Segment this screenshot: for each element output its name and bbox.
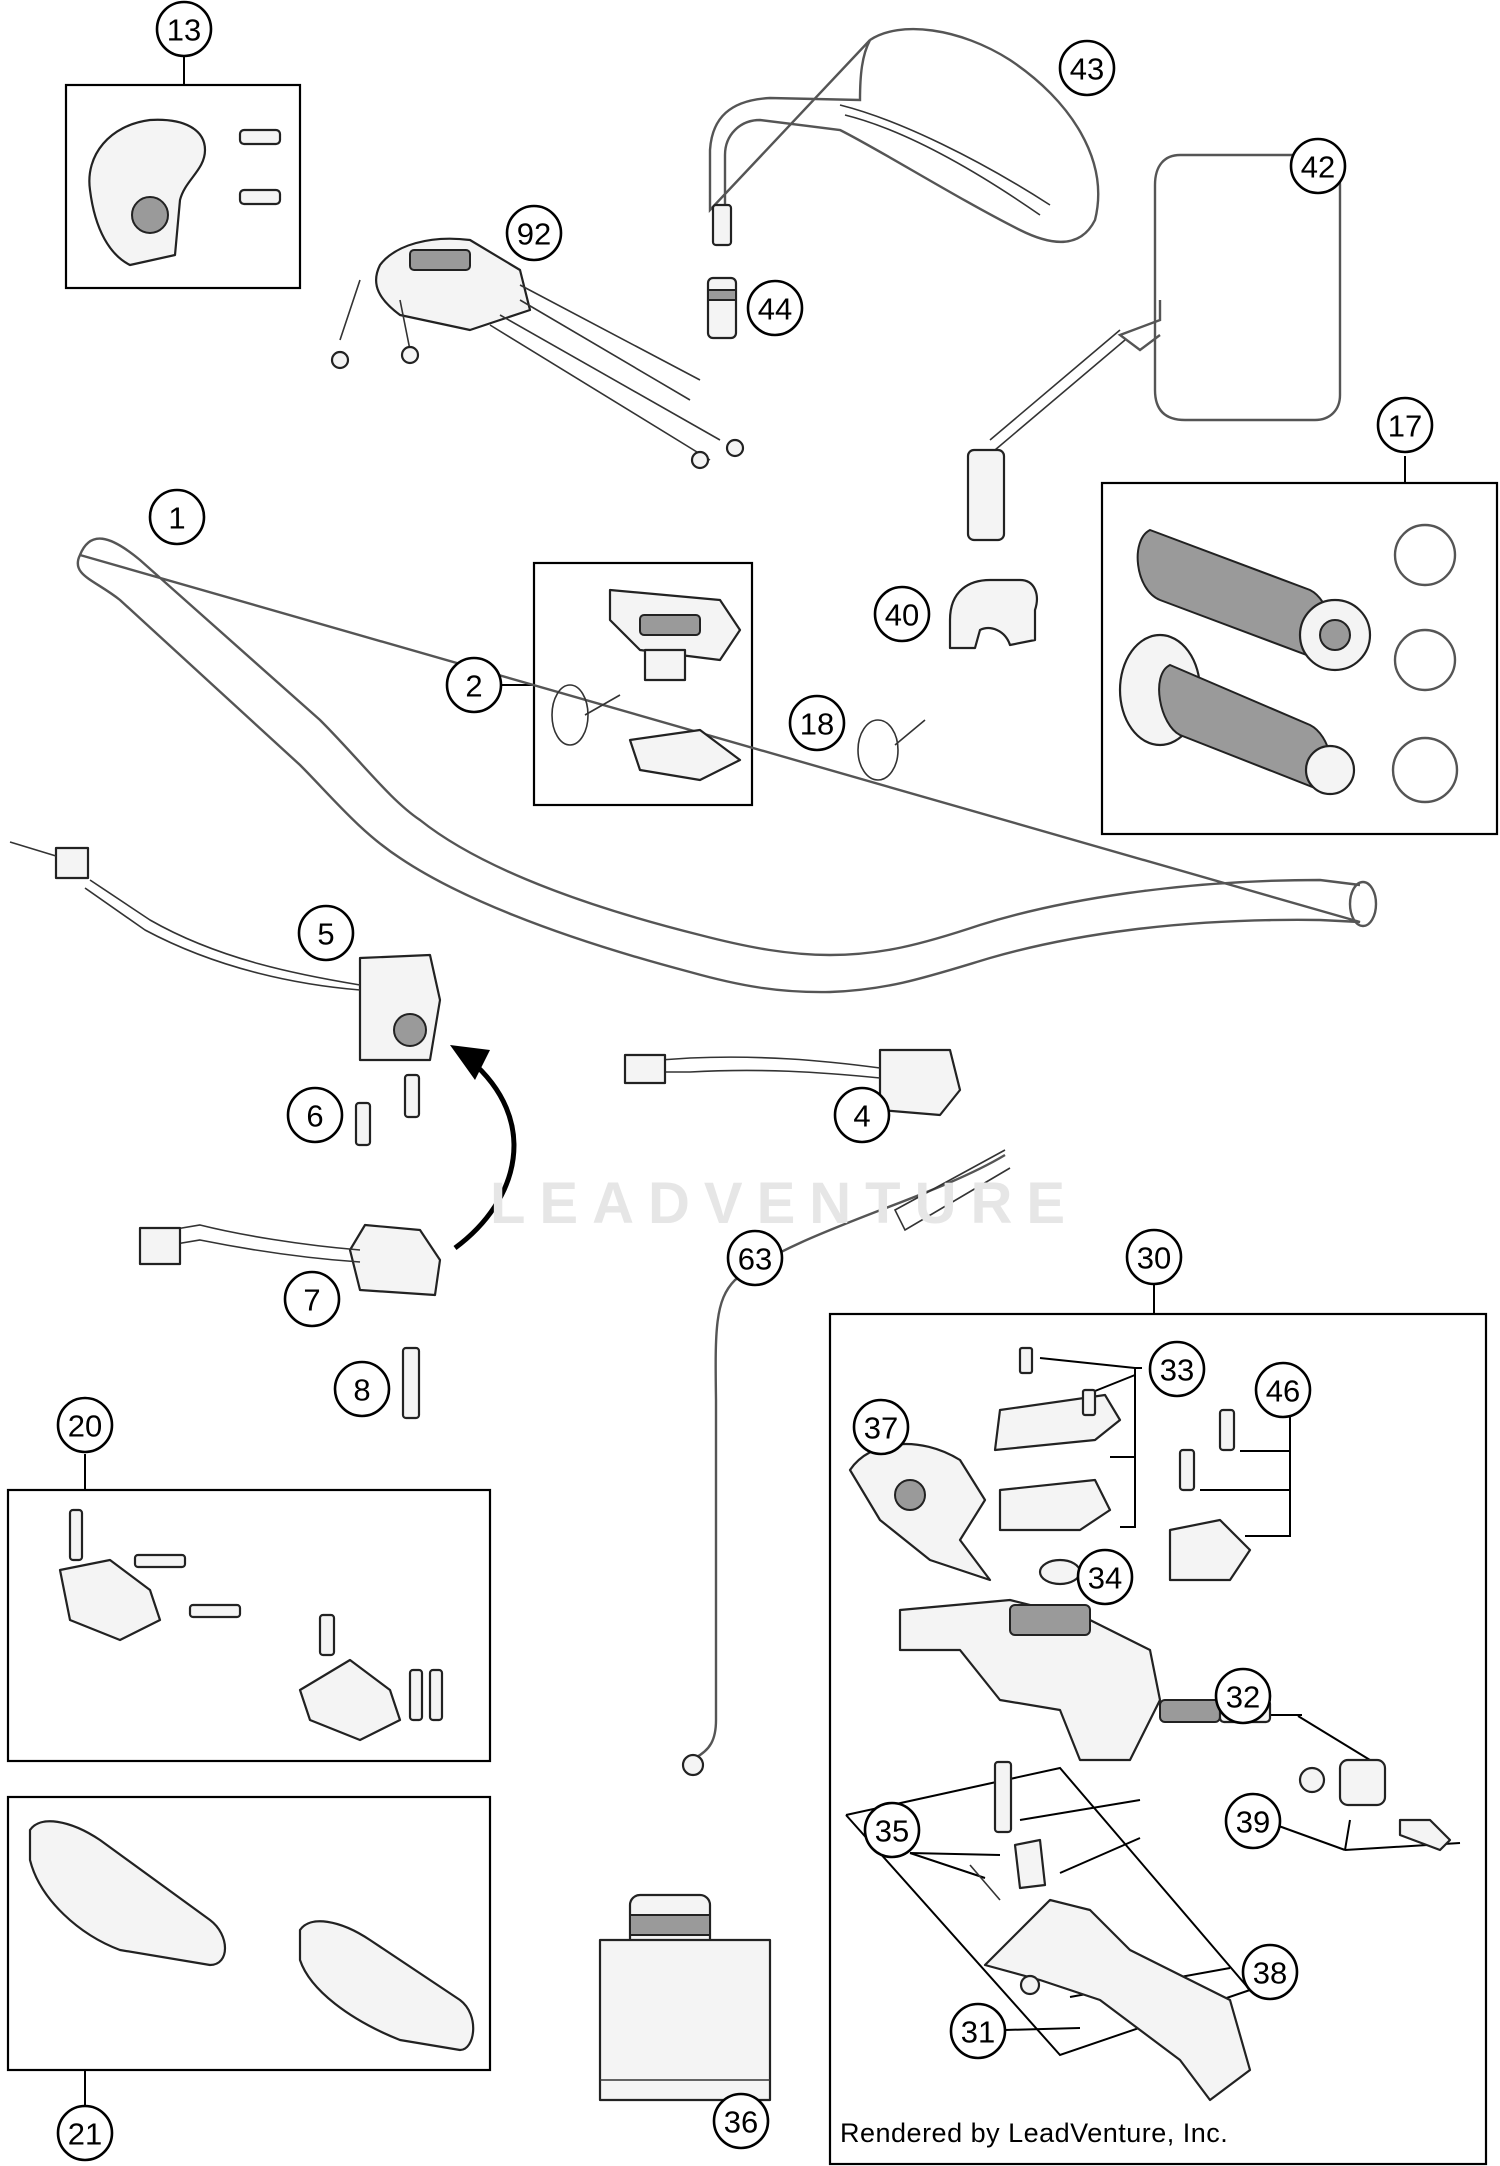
callout-1: 1 [148,488,206,546]
mirror-43-stem [711,203,733,247]
callout-label: 38 [1253,1956,1287,1991]
callout-label: 63 [738,1242,772,1277]
callout-7: 7 [283,1270,341,1328]
handlebar-end [1348,880,1378,928]
callout-label: 43 [1070,52,1104,87]
callout-label: 4 [853,1099,870,1134]
callout-label: 20 [68,1409,102,1444]
callout-4: 4 [833,1086,891,1144]
callout-label: 2 [465,669,482,704]
callout-label: 30 [1137,1241,1171,1276]
adapter-44 [706,276,738,340]
arrow-head [450,1045,490,1080]
callout-label: 6 [306,1099,323,1134]
watermark: LEADVENTURE [490,1171,1080,1236]
brake-line-63 [694,1153,1006,1760]
callout-43: 43 [1058,39,1116,97]
callout-label: 44 [758,292,792,327]
callout-label: 36 [724,2105,758,2140]
callout-34: 34 [1076,1548,1134,1606]
callout-44: 44 [746,279,804,337]
credit-text: Rendered by LeadVenture, Inc. [840,2118,1229,2148]
clamp-40 [948,578,1038,650]
screw-6a [354,1101,372,1147]
callout-32: 32 [1214,1667,1272,1725]
callout-label: 33 [1160,1353,1194,1388]
callout-5: 5 [297,904,355,962]
callout-37: 37 [852,1398,910,1456]
callout-18: 18 [788,694,846,752]
callout-33: 33 [1148,1340,1206,1398]
box-20 [6,1488,492,1763]
callout-31: 31 [949,2002,1007,2060]
callout-label: 17 [1388,409,1422,444]
callout-label: 8 [353,1373,370,1408]
callout-42: 42 [1289,137,1347,195]
grip-set-17 [1118,523,1459,804]
callout-35: 35 [863,1801,921,1859]
callout-6: 6 [286,1086,344,1144]
callout-30: 30 [1125,1228,1183,1286]
callout-label: 92 [517,217,551,252]
screw-8 [401,1346,421,1420]
mirror-43 [708,27,1100,244]
box-30 [828,1312,1488,2166]
kill-switch-4 [623,1048,962,1117]
callout-20: 20 [56,1396,114,1454]
brake-fluid-36 [598,1893,772,2102]
arrow [453,1058,517,1251]
box-21 [6,1795,492,2072]
callout-21: 21 [56,2104,114,2162]
callout-label: 35 [875,1814,909,1849]
master-cylinder-30 [848,1346,1452,2102]
callout-label: 13 [167,13,201,48]
callout-label: 21 [68,2117,102,2152]
throttle-assembly-92 [330,237,745,470]
mirror-42-stem [966,448,1006,542]
callout-8: 8 [333,1360,391,1418]
callout-label: 46 [1266,1374,1300,1409]
callout-40: 40 [873,585,931,643]
handlebar [76,537,1361,994]
callout-39: 39 [1224,1792,1282,1850]
callout-17: 17 [1376,396,1434,454]
callout-label: 40 [885,598,919,633]
callout-label: 32 [1226,1680,1260,1715]
callout-38: 38 [1241,1943,1299,2001]
callout-label: 34 [1088,1561,1122,1596]
callout-label: 37 [864,1411,898,1446]
callout-13: 13 [155,0,213,58]
callout-2: 2 [445,656,503,714]
callout-label: 18 [800,707,834,742]
box-17 [1100,481,1499,836]
start-button-2 [551,588,742,782]
hand-guards-21 [28,1820,475,2052]
switch-7 [138,1223,442,1297]
callout-label: 39 [1236,1805,1270,1840]
cable-tie-18 [857,719,899,781]
switch-5 [9,841,442,1062]
callout-92: 92 [505,204,563,262]
callout-63: 63 [726,1229,784,1287]
callout-label: 31 [961,2015,995,2050]
mount-kit-20 [58,1508,444,1742]
callout-label: 5 [317,917,334,952]
callout-label: 1 [168,501,185,536]
callout-label: 7 [303,1283,320,1318]
callout-46: 46 [1254,1361,1312,1419]
mirror-42 [1153,153,1342,422]
screw-6b [403,1073,421,1119]
throttle-housing-13 [88,118,282,267]
callout-36: 36 [712,2092,770,2150]
callout-label: 42 [1301,150,1335,185]
